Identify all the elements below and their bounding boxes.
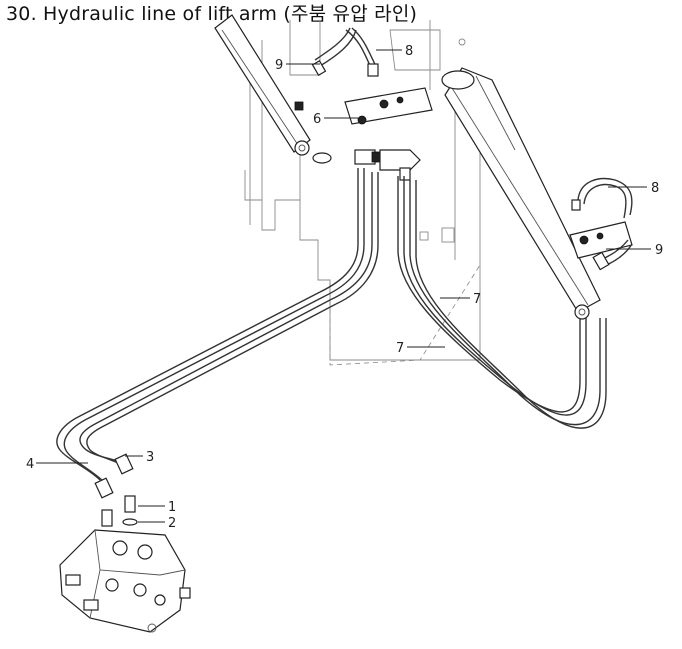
control-valve bbox=[59, 495, 191, 633]
machine-frame bbox=[244, 20, 481, 366]
callout-9a: 9 bbox=[275, 58, 283, 73]
callout-8a: 8 bbox=[405, 44, 413, 59]
callout-6: 6 bbox=[313, 112, 321, 127]
callout-8b: 8 bbox=[651, 181, 659, 196]
callout-7b: 7 bbox=[396, 341, 404, 356]
diagram-title: 30. Hydraulic line of lift arm (주붐 유압 라인… bbox=[6, 3, 418, 25]
callout-2: 2 bbox=[168, 516, 176, 531]
callout-4: 4 bbox=[26, 457, 34, 472]
right-lift-cylinder bbox=[441, 67, 601, 320]
callout-7a: 7 bbox=[473, 292, 481, 307]
hoses-7 bbox=[397, 176, 607, 429]
callout-labels: 1 2 3 4 6 7 7 8 8 9 9 bbox=[26, 44, 663, 531]
leader-lines bbox=[36, 49, 651, 523]
callout-1: 1 bbox=[168, 500, 176, 515]
callout-3: 3 bbox=[146, 450, 154, 465]
left-cylinder-hoses bbox=[294, 27, 379, 111]
left-lift-cylinder bbox=[214, 14, 332, 164]
long-hoses-3-4 bbox=[56, 291, 337, 499]
vertical-hoses bbox=[319, 168, 379, 305]
right-cylinder-hoses bbox=[569, 177, 633, 271]
callout-9b: 9 bbox=[655, 243, 663, 258]
center-manifold bbox=[344, 87, 433, 181]
